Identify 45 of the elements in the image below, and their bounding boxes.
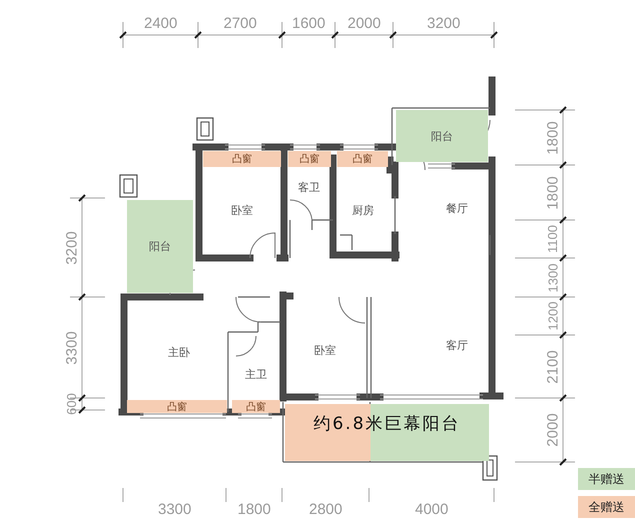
room-label: 卧室 [305,342,345,358]
dimension-label: 1200 [544,302,561,330]
room-label: 厨房 [345,202,381,218]
room-label: 客厅 [438,337,476,353]
dimension-label: 2000 [545,413,562,447]
balcony-area [127,200,193,293]
legend-label: 全赠送 [588,498,624,516]
bay-window-label: 凸窗 [232,152,252,166]
dimension-label: 1800 [238,502,271,518]
bay-window-label: 凸窗 [167,400,187,414]
balcony-area [285,404,489,461]
room-label: 阳台 [431,128,453,144]
bay-window-label: 凸窗 [300,152,320,166]
room-label: 餐厅 [438,200,476,216]
dimension-label: 2100 [545,350,562,384]
bay-window-area [127,400,227,413]
bay-window-area [337,151,388,167]
dimension-label: 1800 [545,176,562,210]
bay-window-label: 凸窗 [246,400,266,414]
bay-window-area [203,151,281,167]
room-label: 主卫 [238,366,274,382]
dimension-label: 3200 [427,16,460,32]
room-label: 约6.8米巨幕阳台 [313,413,461,435]
dimension-label: 3200 [64,230,80,264]
dimension-label: 1800 [545,120,562,154]
room-label: 主卧 [160,344,198,360]
dimension-label: 2700 [224,16,257,32]
dimension-label: 1100 [544,225,561,253]
room-label: 客卫 [292,179,326,195]
dimension-label: 600 [64,393,80,415]
dimension-label: 3300 [158,502,192,518]
bay-window-label: 凸窗 [352,152,372,166]
dimension-label: 2800 [309,502,342,518]
dimension-label: 1600 [292,16,326,32]
dimension-label: 2400 [144,16,178,32]
dimension-label: 4000 [415,502,448,518]
dimension-label: 1300 [544,263,561,292]
legend-label: 半赠送 [588,470,624,488]
dimension-label: 3300 [64,330,80,364]
room-label: 阳台 [149,239,171,254]
balcony-area [396,110,488,162]
dimension-label: 2000 [348,16,381,32]
room-label: 卧室 [222,202,262,218]
bay-window-area [288,151,331,167]
bay-window-area [232,400,280,413]
